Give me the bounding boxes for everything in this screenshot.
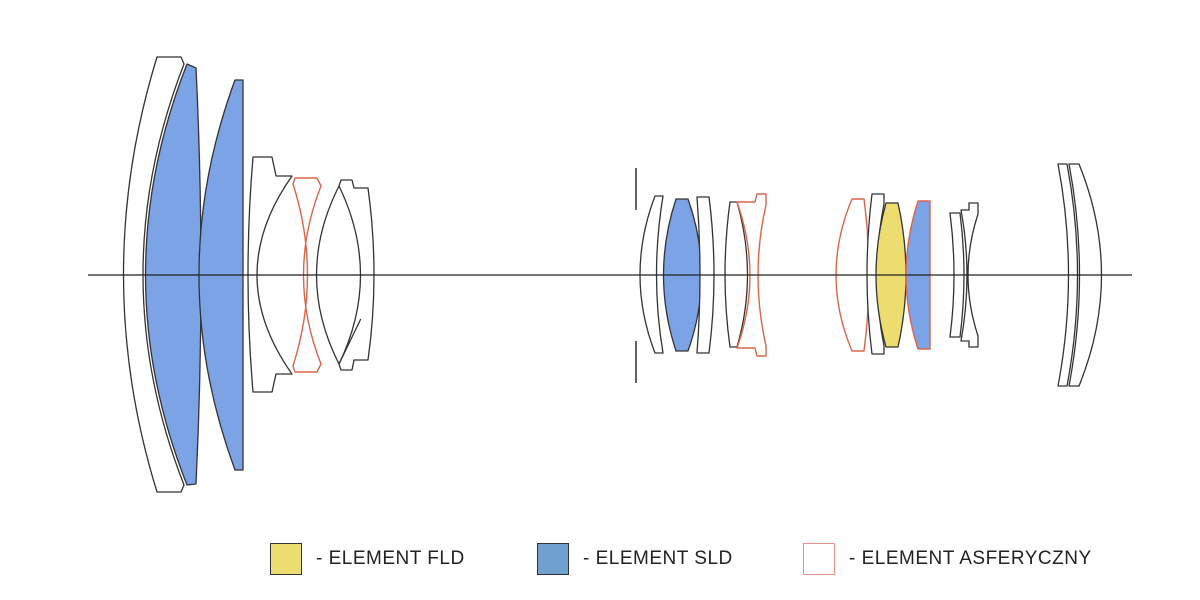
legend-label-sld: - ELEMENT SLD xyxy=(583,548,733,569)
legend-label-fld: - ELEMENT FLD xyxy=(316,548,465,569)
lens-element xyxy=(960,202,979,348)
legend-swatch-aspherical xyxy=(803,543,835,575)
legend-swatch-sld xyxy=(537,543,569,575)
lens-element xyxy=(122,56,185,493)
legend-label-aspherical: - ELEMENT ASFERYCZNY xyxy=(849,548,1092,569)
legend-swatch-fld xyxy=(270,543,302,575)
legend-item-sld: - ELEMENT SLD xyxy=(537,541,733,577)
legend-item-aspherical: - ELEMENT ASFERYCZNY xyxy=(803,541,1092,577)
legend-item-fld: - ELEMENT FLD xyxy=(270,541,465,577)
lens-element xyxy=(247,156,293,393)
lens-element xyxy=(1057,163,1079,387)
